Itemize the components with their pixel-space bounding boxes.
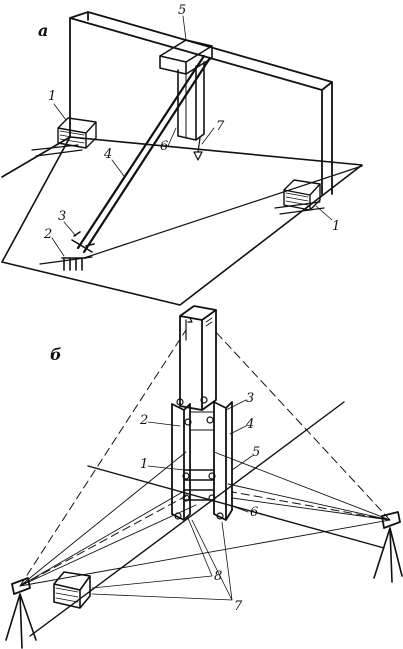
- callout-a-2: 2: [43, 227, 52, 242]
- panel-a: а 1 1: [1, 3, 363, 306]
- callout-a-3: 3: [58, 209, 66, 224]
- callout-a-5: 5: [178, 3, 186, 18]
- callout-b-5: 5: [252, 445, 260, 460]
- ground-plane-a: [1, 136, 363, 306]
- callout-a-1-left: 1: [48, 89, 56, 104]
- theodolite-left: [5, 577, 37, 649]
- callout-b-8: 8: [214, 569, 222, 584]
- callout-b-1: 1: [140, 457, 148, 472]
- anchor-device: [61, 231, 95, 271]
- support-block-left: [57, 117, 97, 149]
- panel-a-label: а: [38, 21, 48, 40]
- callout-b-6: 6: [250, 505, 258, 520]
- panel-b-label: б: [50, 345, 62, 364]
- support-block-right: [283, 179, 321, 211]
- callout-a-6: 6: [160, 139, 168, 154]
- callout-a-1-right: 1: [332, 219, 340, 234]
- callout-b-3: 3: [246, 391, 254, 406]
- instrument-box: [53, 571, 91, 609]
- callout-b-7: 7: [234, 599, 243, 614]
- column-top: [179, 305, 217, 411]
- sight-lines-dashed: [19, 329, 391, 587]
- sight-lines-solid: [19, 451, 391, 587]
- callout-a-4: 4: [103, 147, 112, 162]
- ground-lines-a: [31, 144, 363, 265]
- callout-a-7: 7: [216, 119, 225, 134]
- jig-frame: [171, 396, 233, 521]
- callout-b-2: 2: [139, 413, 148, 428]
- wall-panel: [69, 11, 333, 195]
- theodolite-right: [373, 511, 403, 583]
- callout-b-4: 4: [245, 417, 254, 432]
- brace-4: [76, 54, 206, 250]
- brace-6: [82, 56, 212, 254]
- panel-b: б: [5, 305, 403, 649]
- axis-line-1: [87, 465, 385, 549]
- axis-line-2: [29, 401, 345, 637]
